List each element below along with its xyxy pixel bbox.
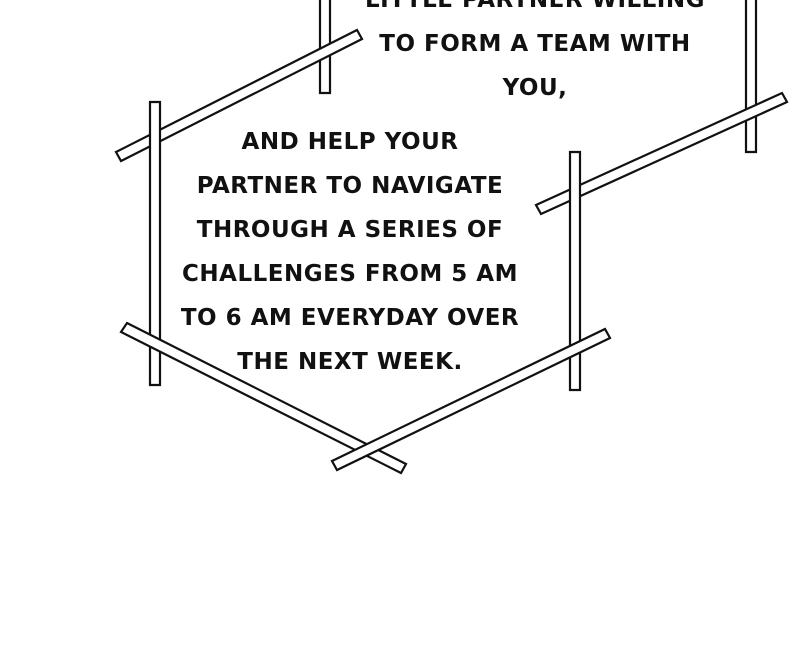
lower-speech-line: TO 6 AM EVERYDAY OVER [180,305,520,331]
lower-speech-line: AND HELP YOUR [241,129,459,155]
upper-frame-upper-diagonal [114,28,364,163]
upper-frame-right-beam [744,0,758,154]
lower-speech-line: THE NEXT WEEK. [237,349,463,375]
lower-speech-text: AND HELP YOUR PARTNER TO NAVIGATE THROUG… [160,120,540,384]
lower-frame-right-beam [568,150,582,392]
upper-speech-line: YOU, [502,75,568,101]
upper-speech-line: LITTLE PARTNER WILLING [364,0,705,13]
lower-speech-line: CHALLENGES FROM 5 AM [182,261,518,287]
lower-frame-left-beam [148,100,162,387]
upper-speech-text: LITTLE PARTNER WILLING TO FORM A TEAM WI… [330,0,740,110]
lower-frame-bottom-right-diagonal [330,327,612,472]
upper-frame-lower-diagonal [534,91,789,216]
lower-speech-line: THROUGH A SERIES OF [196,217,504,243]
lower-frame-bottom-left-diagonal [119,321,408,475]
upper-speech-line: TO FORM A TEAM WITH [379,31,691,57]
lower-speech-line: PARTNER TO NAVIGATE [196,173,504,199]
